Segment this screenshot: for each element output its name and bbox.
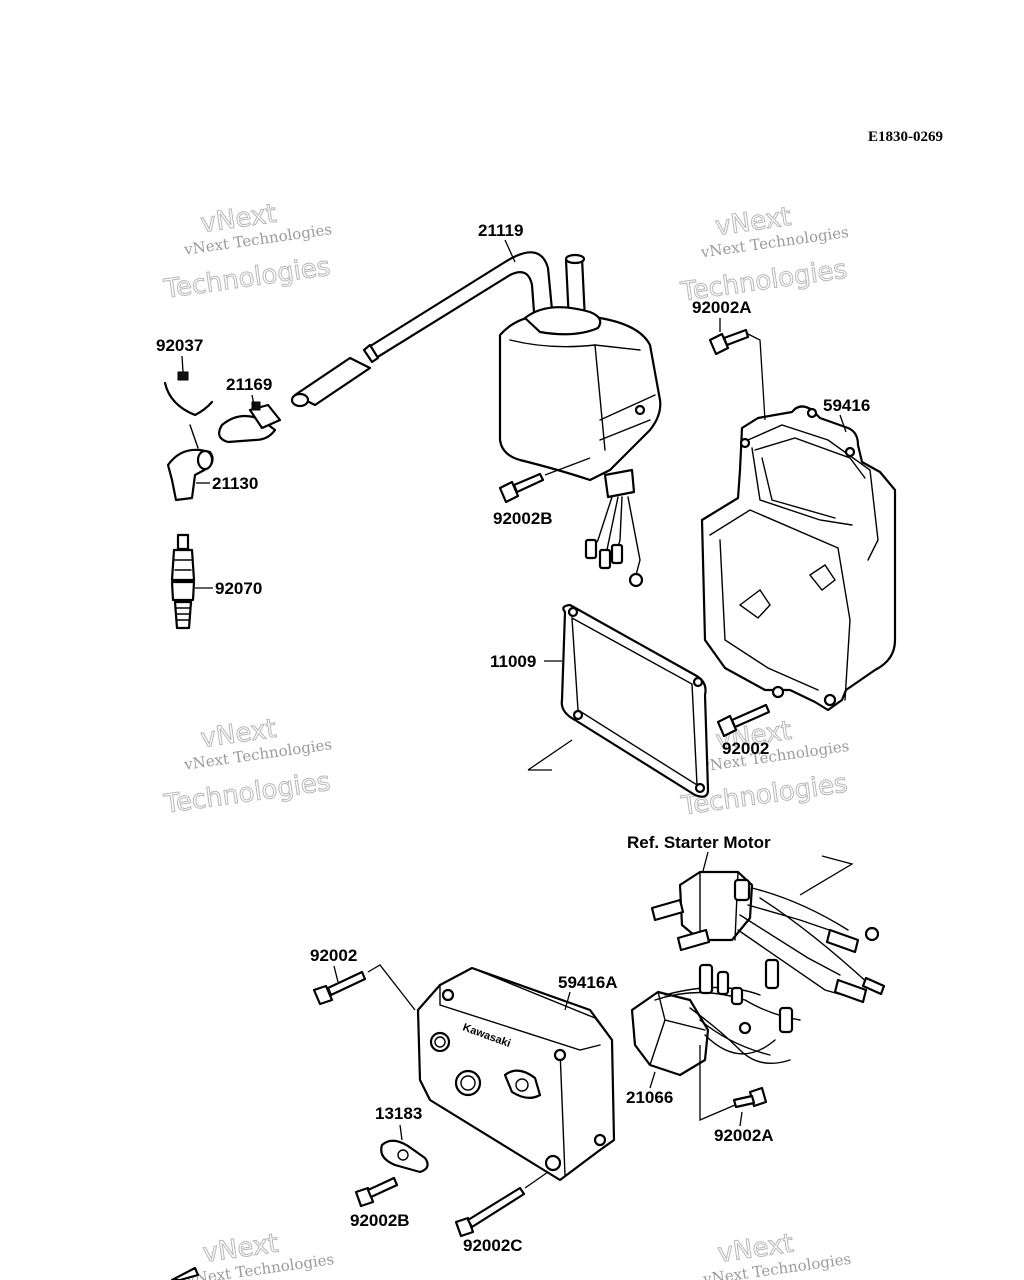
bolt-92002-low (312, 970, 367, 1006)
leader-92002A-low (699, 1045, 743, 1127)
clip-92037 (163, 371, 214, 417)
watermark-top-right: vNext vNext Technologies Technologies (678, 201, 850, 308)
label-59416: 59416 (823, 396, 870, 415)
gasket-11009 (560, 603, 710, 798)
cover-59416A: Kawasaki (416, 966, 616, 1182)
watermark-mid-left: vNext vNext Technologies Technologies (161, 713, 333, 820)
label-92002B-low: 92002B (350, 1211, 410, 1230)
label-21066: 21066 (626, 1088, 673, 1107)
label-92070: 92070 (215, 579, 262, 598)
label-92002A-low: 92002A (714, 1126, 774, 1145)
label-92037: 92037 (156, 336, 203, 355)
label-92002A-top: 92002A (692, 298, 752, 317)
leader-59416 (839, 414, 847, 433)
leader-92002-low (333, 964, 416, 1011)
arrow-starter (799, 855, 854, 896)
cover-59416 (700, 405, 897, 712)
leader-21066 (649, 1071, 656, 1089)
leader-92037 (181, 355, 184, 373)
label-92002B-top: 92002B (493, 509, 553, 528)
leader-92002B-top (544, 457, 591, 476)
leader-59416A (564, 991, 571, 1011)
cover-plate-13183 (380, 1139, 429, 1174)
label-92002-low: 92002 (310, 946, 357, 965)
bolt-92002B-low (354, 1176, 399, 1208)
svg-text:Technologies: Technologies (162, 767, 333, 820)
ignition-coil-21119 (290, 251, 662, 588)
partial-arrow (170, 1266, 200, 1280)
label-13183: 13183 (375, 1104, 422, 1123)
bolt-92002C (454, 1186, 526, 1238)
label-21169: 21169 (226, 375, 272, 394)
label-ref-starter-motor: Ref. Starter Motor (627, 833, 771, 852)
label-11009: 11009 (490, 652, 536, 671)
leader-92002C (524, 1171, 549, 1189)
leader-21169 (251, 394, 256, 411)
bolt-92002B-top (498, 472, 545, 504)
label-92002C: 92002C (463, 1236, 523, 1255)
leader-21119 (504, 239, 516, 263)
label-59416A: 59416A (558, 973, 618, 992)
bolt-92002A-low (732, 1086, 768, 1109)
starter-relay-ref (650, 870, 886, 1004)
arrow-gasket (527, 739, 573, 771)
leader-92002A-top (719, 318, 766, 421)
svg-text:Technologies: Technologies (162, 252, 333, 305)
bolt-92002-mid (716, 703, 771, 738)
holder-21169 (218, 401, 282, 444)
leader-13183 (399, 1124, 403, 1141)
label-21130: 21130 (212, 474, 258, 493)
diagram-code: E1830-0269 (868, 129, 943, 145)
watermark-bottom-right: vNext vNext Technologies (701, 1228, 852, 1280)
label-21119: 21119 (478, 221, 523, 240)
label-92002-mid: 92002 (722, 739, 769, 758)
cdi-unit-21066 (630, 958, 801, 1077)
watermark-top-left: vNext vNext Technologies Technologies (161, 198, 333, 305)
spark-plug-92070 (170, 533, 196, 630)
bolt-92002A-top (708, 328, 750, 356)
plug-cap-21130 (166, 424, 214, 502)
watermark-bottom-left: vNext vNext Technologies (184, 1228, 335, 1280)
